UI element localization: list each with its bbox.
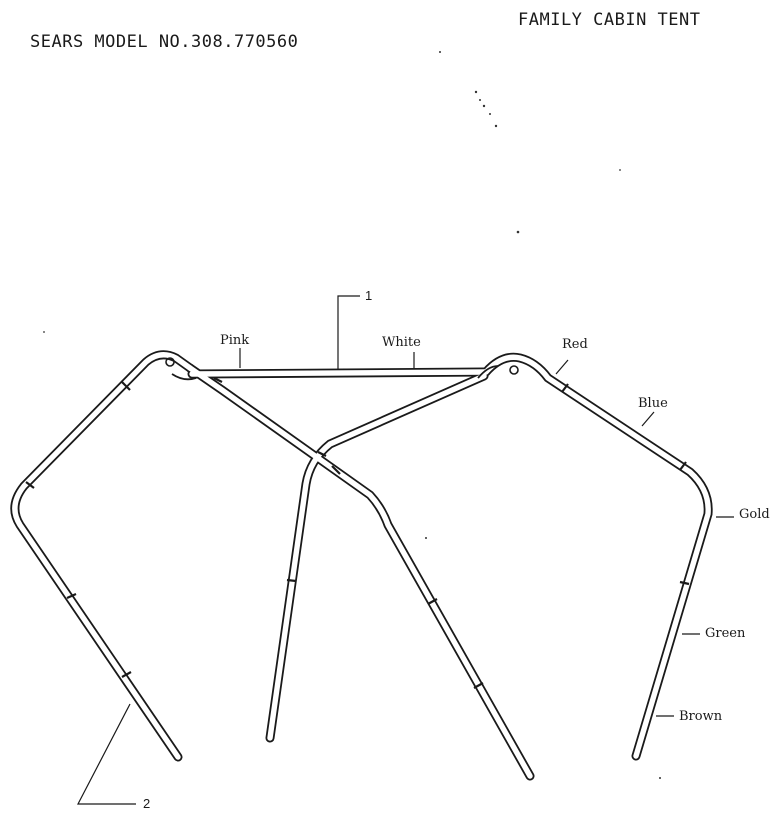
callout-1: 1 bbox=[337, 288, 372, 370]
callout-2-label: 2 bbox=[143, 796, 150, 811]
label-blue: Blue bbox=[638, 396, 668, 411]
pole-joints bbox=[25, 377, 690, 689]
tent-frame bbox=[10, 350, 713, 781]
diagram-title: FAMILY CABIN TENT bbox=[518, 10, 701, 30]
pole-color-labels: Pink White Red Blue Gold Green Brown bbox=[220, 333, 770, 724]
label-red: Red bbox=[562, 337, 588, 352]
right-front-pole bbox=[265, 371, 489, 743]
ridge-hooks bbox=[165, 357, 519, 381]
scan-specks bbox=[43, 51, 661, 779]
callout-2: 2 bbox=[77, 703, 150, 811]
label-green: Green bbox=[705, 626, 746, 641]
label-pink: Pink bbox=[220, 333, 249, 348]
label-white: White bbox=[382, 335, 421, 350]
label-brown: Brown bbox=[679, 709, 723, 724]
callout-1-label: 1 bbox=[365, 288, 372, 303]
label-gold: Gold bbox=[739, 507, 770, 522]
right-rear-pole bbox=[481, 352, 713, 761]
model-number: SEARS MODEL NO.308.770560 bbox=[30, 32, 299, 52]
